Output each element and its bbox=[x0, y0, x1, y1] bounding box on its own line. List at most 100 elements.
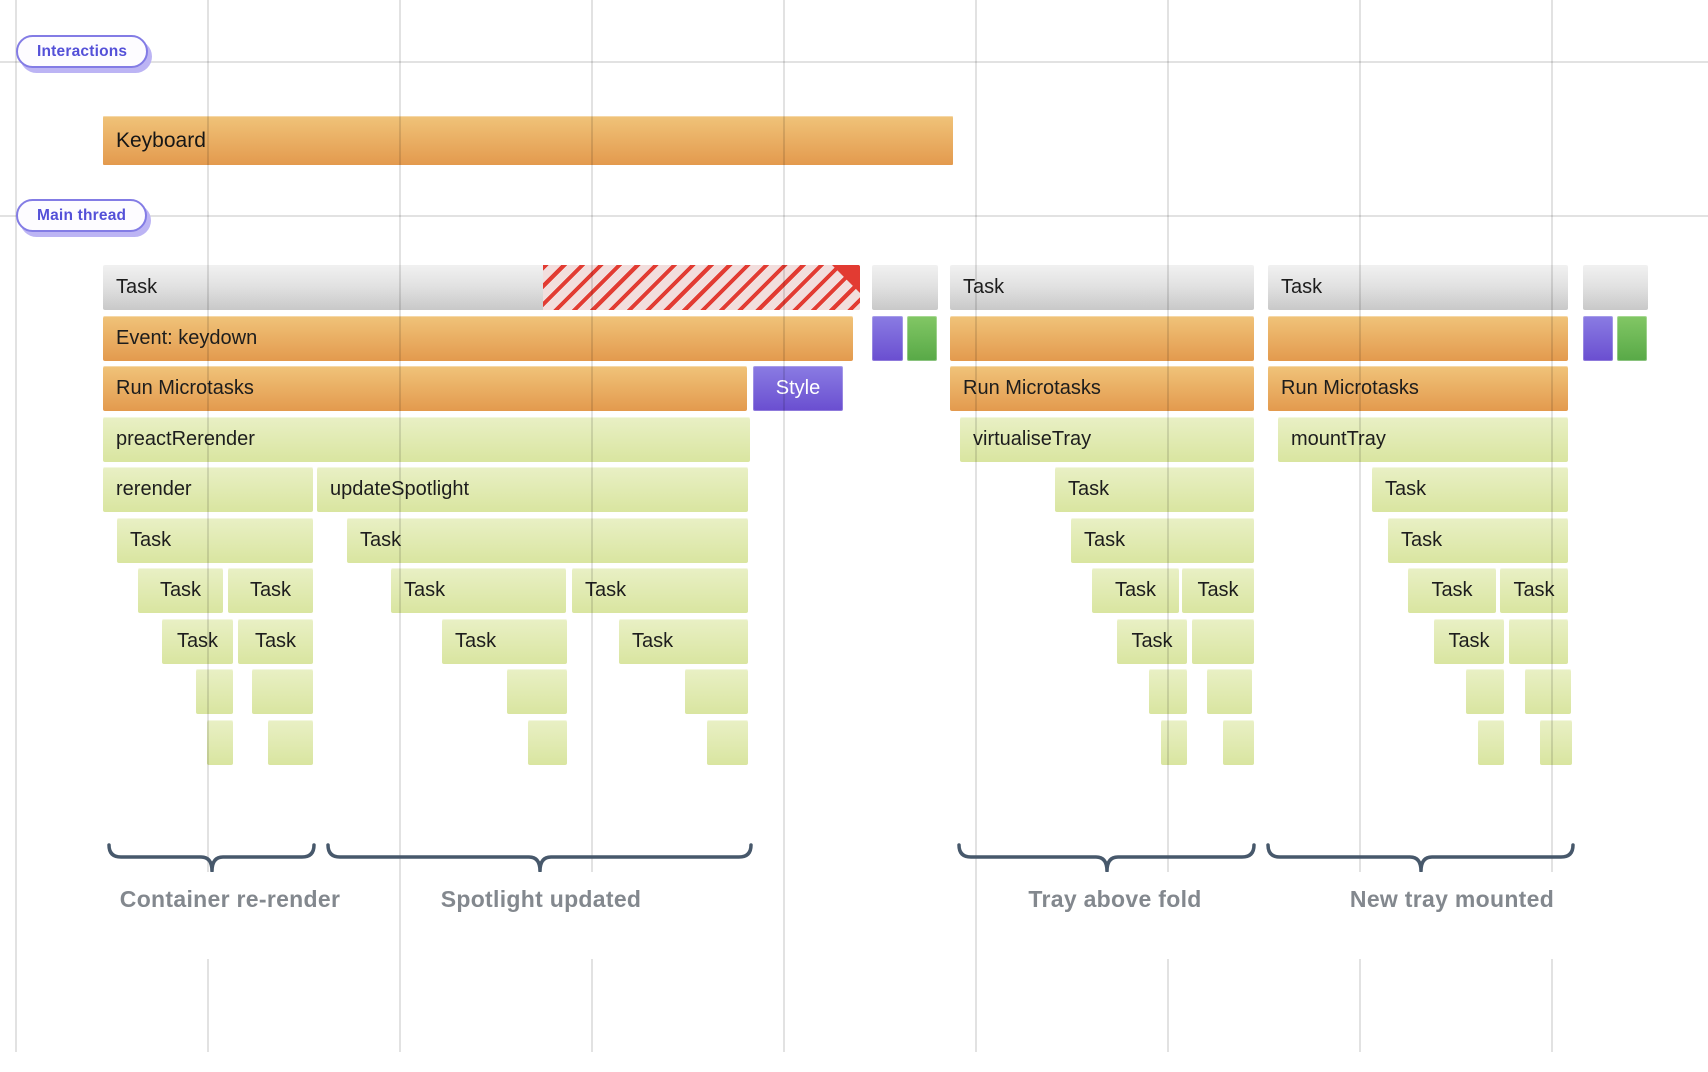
function-call-bar[interactable] bbox=[196, 669, 233, 714]
function-call-bar[interactable]: Task bbox=[1434, 619, 1504, 664]
flame-bar-label: Task bbox=[585, 579, 627, 601]
track-label-interactions[interactable]: Interactions bbox=[16, 35, 149, 68]
function-call-bar[interactable]: Task bbox=[117, 518, 313, 563]
function-call-bar[interactable]: Task bbox=[347, 518, 748, 563]
task-bar[interactable]: Task bbox=[950, 265, 1254, 310]
flame-bar-label: Task bbox=[1084, 529, 1126, 551]
flame-bar-label: Task bbox=[963, 276, 1005, 298]
track-separator-line bbox=[0, 215, 1708, 217]
style-recalc-bar[interactable] bbox=[872, 316, 903, 361]
function-call-bar[interactable] bbox=[1149, 669, 1187, 714]
function-call-bar[interactable] bbox=[707, 720, 748, 765]
event-bar[interactable]: Event: keydown bbox=[103, 316, 853, 361]
flame-bar-label: Task bbox=[1197, 579, 1239, 601]
function-call-bar[interactable] bbox=[1525, 669, 1571, 714]
track-label-main-thread[interactable]: Main thread bbox=[16, 199, 148, 232]
function-call-bar[interactable] bbox=[507, 669, 567, 714]
flame-bar-label: Run Microtasks bbox=[1281, 377, 1419, 399]
function-call-bar[interactable] bbox=[1192, 619, 1254, 664]
flame-bar-label: Task bbox=[1131, 630, 1173, 652]
flame-bar-label: Run Microtasks bbox=[963, 377, 1101, 399]
function-call-bar[interactable]: Task bbox=[228, 568, 313, 613]
function-call-bar[interactable]: Task bbox=[1372, 467, 1568, 512]
function-call-bar[interactable]: Task bbox=[1408, 568, 1496, 613]
function-call-bar[interactable]: mountTray bbox=[1278, 417, 1568, 462]
long-task-hatch-overlay bbox=[543, 265, 860, 310]
flame-bar-label: Task bbox=[360, 529, 402, 551]
flame-bar-label: Task bbox=[455, 630, 497, 652]
style-recalc-bar[interactable]: Style bbox=[753, 366, 843, 411]
annotation-label: Spotlight updated bbox=[416, 872, 666, 959]
long-task-corner-triangle-icon bbox=[832, 265, 860, 293]
flame-bar-label: virtualiseTray bbox=[973, 428, 1092, 450]
annotation-brace bbox=[1266, 843, 1575, 873]
event-bar[interactable] bbox=[1268, 316, 1568, 361]
paint-bar[interactable] bbox=[1617, 316, 1647, 361]
function-call-bar[interactable]: Task bbox=[1055, 467, 1254, 512]
keyboard-interaction-label: Keyboard bbox=[116, 128, 206, 152]
function-call-bar[interactable]: Task bbox=[162, 619, 233, 664]
task-bar[interactable] bbox=[872, 265, 938, 310]
task-bar[interactable] bbox=[1583, 265, 1648, 310]
flame-bar-label: Event: keydown bbox=[116, 327, 258, 349]
function-call-bar[interactable] bbox=[1478, 720, 1504, 765]
style-recalc-bar[interactable] bbox=[1583, 316, 1613, 361]
function-call-bar[interactable]: Task bbox=[572, 568, 748, 613]
flame-bar-label: Task bbox=[1431, 579, 1473, 601]
task-bar[interactable]: Task bbox=[103, 265, 860, 310]
flame-bar-label: Task bbox=[1448, 630, 1490, 652]
flame-bar-label: Task bbox=[176, 630, 219, 652]
function-call-bar[interactable] bbox=[268, 720, 313, 765]
annotation-label: Container re-render bbox=[95, 872, 365, 959]
annotation-brace bbox=[107, 843, 316, 873]
function-call-bar[interactable] bbox=[528, 720, 567, 765]
event-bar[interactable]: Run Microtasks bbox=[950, 366, 1254, 411]
function-call-bar[interactable]: Task bbox=[442, 619, 567, 664]
flame-bar-label: Task bbox=[1281, 276, 1323, 298]
function-call-bar[interactable]: Task bbox=[1182, 568, 1254, 613]
flame-bar-label: Task bbox=[159, 579, 202, 601]
function-call-bar[interactable] bbox=[1161, 720, 1187, 765]
function-call-bar[interactable]: virtualiseTray bbox=[960, 417, 1254, 462]
function-call-bar[interactable]: Task bbox=[238, 619, 313, 664]
flame-bar-label: mountTray bbox=[1291, 428, 1386, 450]
function-call-bar[interactable]: Task bbox=[138, 568, 223, 613]
flame-bar-label: Task bbox=[1401, 529, 1443, 551]
flame-bar-label: Task bbox=[632, 630, 674, 652]
flame-bar-label: Task bbox=[116, 276, 158, 298]
event-bar[interactable]: Run Microtasks bbox=[103, 366, 747, 411]
function-call-bar[interactable]: Task bbox=[1117, 619, 1187, 664]
function-call-bar[interactable]: updateSpotlight bbox=[317, 467, 748, 512]
flame-bar-label: Task bbox=[404, 579, 446, 601]
flame-bar-label: Task bbox=[249, 579, 292, 601]
grid-vline bbox=[975, 0, 977, 1052]
function-call-bar[interactable]: preactRerender bbox=[103, 417, 750, 462]
flame-bar-label: Run Microtasks bbox=[116, 377, 254, 399]
function-call-bar[interactable]: rerender bbox=[103, 467, 313, 512]
flame-bar-label: Task bbox=[1068, 478, 1110, 500]
annotation-brace bbox=[326, 843, 753, 873]
flame-bar-label: Task bbox=[254, 630, 297, 652]
function-call-bar[interactable] bbox=[1540, 720, 1572, 765]
event-bar[interactable] bbox=[950, 316, 1254, 361]
function-call-bar[interactable] bbox=[1466, 669, 1504, 714]
function-call-bar[interactable]: Task bbox=[391, 568, 566, 613]
function-call-bar[interactable]: Task bbox=[1071, 518, 1254, 563]
function-call-bar[interactable] bbox=[252, 669, 313, 714]
event-bar[interactable]: Run Microtasks bbox=[1268, 366, 1568, 411]
function-call-bar[interactable] bbox=[1207, 669, 1252, 714]
function-call-bar[interactable] bbox=[207, 720, 233, 765]
task-bar[interactable]: Task bbox=[1268, 265, 1568, 310]
function-call-bar[interactable] bbox=[685, 669, 748, 714]
function-call-bar[interactable]: Task bbox=[1388, 518, 1568, 563]
function-call-bar[interactable]: Task bbox=[619, 619, 748, 664]
function-call-bar[interactable]: Task bbox=[1092, 568, 1179, 613]
grid-vline bbox=[15, 0, 17, 1052]
keyboard-interaction-bar[interactable]: Keyboard bbox=[103, 116, 953, 165]
track-separator-line bbox=[0, 61, 1708, 63]
paint-bar[interactable] bbox=[907, 316, 937, 361]
function-call-bar[interactable] bbox=[1509, 619, 1568, 664]
function-call-bar[interactable]: Task bbox=[1500, 568, 1568, 613]
function-call-bar[interactable] bbox=[1223, 720, 1254, 765]
